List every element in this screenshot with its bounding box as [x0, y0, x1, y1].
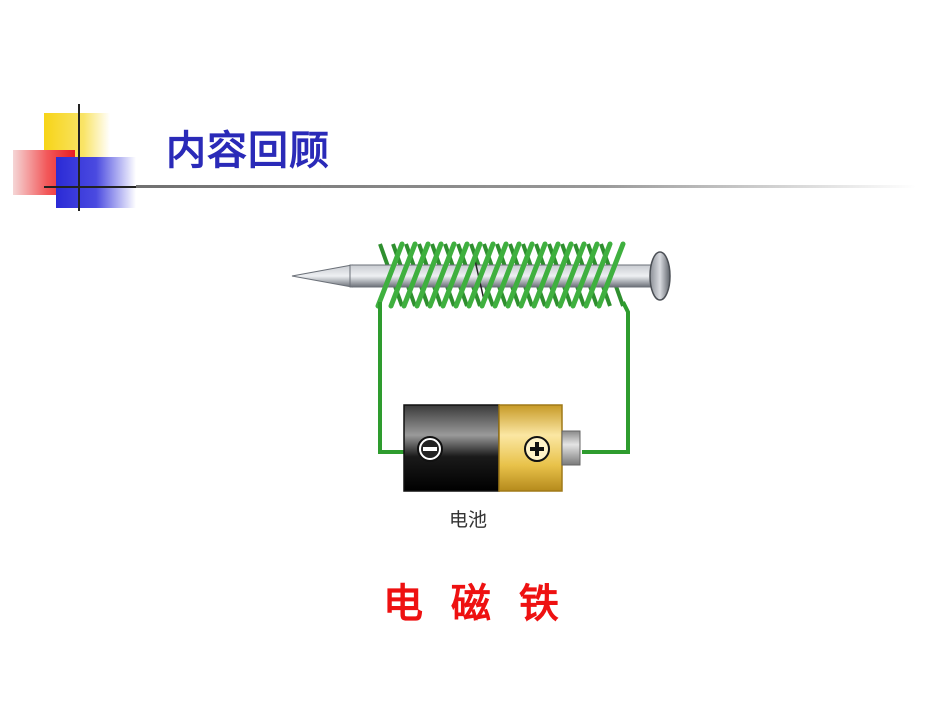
coil-front — [375, 241, 626, 309]
title-underline — [136, 185, 916, 188]
minus-icon — [417, 436, 443, 462]
circuit-wire-left — [378, 302, 406, 454]
decor-vertical-line — [78, 104, 80, 211]
decor-blue-square — [56, 157, 136, 208]
plus-icon — [524, 436, 550, 462]
battery-label: 电池 — [449, 509, 487, 531]
slide-title: 内容回顾 — [166, 127, 330, 174]
circuit-wire-right — [582, 301, 630, 454]
battery — [403, 404, 581, 492]
slide-caption: 电 磁 铁 — [383, 580, 559, 627]
electromagnet-diagram: 电池 — [291, 241, 671, 531]
decor-horizontal-line — [44, 186, 136, 188]
